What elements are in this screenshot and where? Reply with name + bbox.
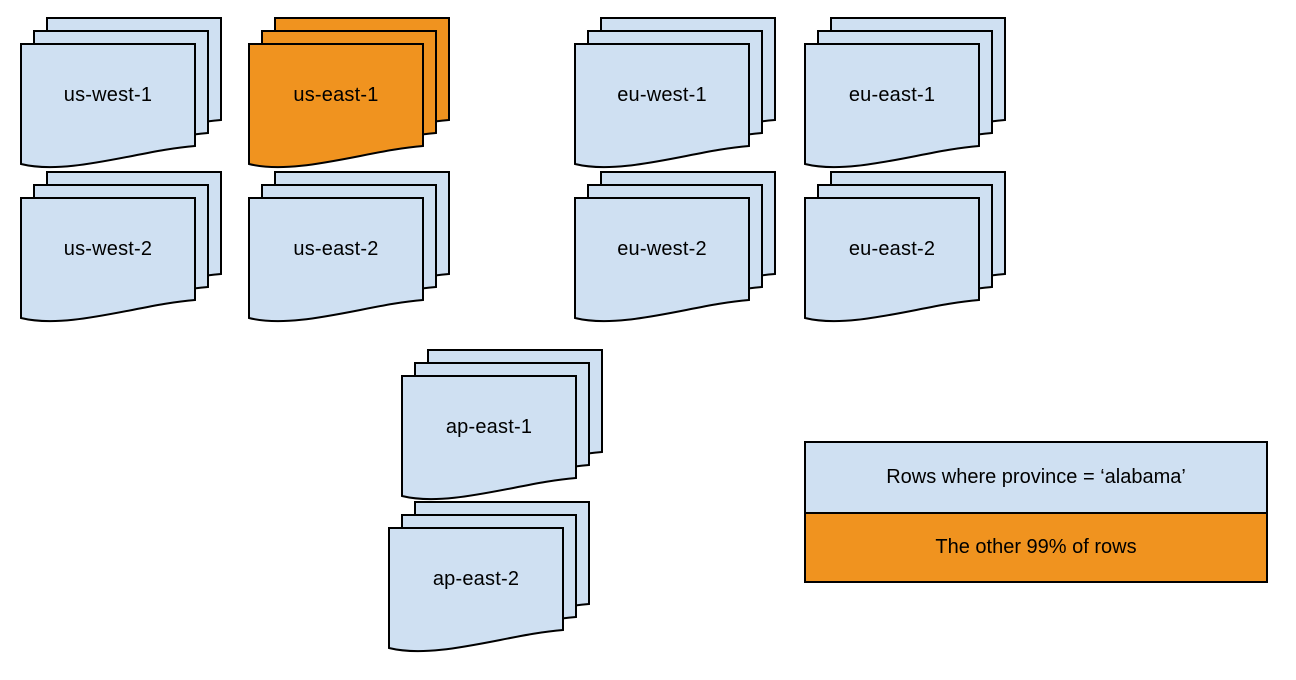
region-stack-eu-east-1: eu-east-1 — [803, 16, 1009, 176]
document-stack-icon — [248, 171, 450, 323]
region-stack-eu-west-1: eu-west-1 — [573, 16, 779, 176]
document-stack-icon — [20, 17, 222, 169]
region-stack-us-east-1: us-east-1 — [247, 16, 453, 176]
region-stack-us-east-2: us-east-2 — [247, 170, 453, 330]
document-stack-icon — [574, 171, 776, 323]
document-stack-icon — [804, 17, 1006, 169]
region-stack-ap-east-1: ap-east-1 — [400, 348, 606, 508]
region-stack-eu-east-2: eu-east-2 — [803, 170, 1009, 330]
legend-label: The other 99% of rows — [935, 536, 1137, 558]
region-stack-us-west-1: us-west-1 — [19, 16, 225, 176]
legend-row-province-rows: Rows where province = ‘alabama’ — [806, 443, 1266, 512]
region-stack-us-west-2: us-west-2 — [19, 170, 225, 330]
document-stack-icon — [20, 171, 222, 323]
legend: Rows where province = ‘alabama’ The othe… — [804, 441, 1268, 583]
document-stack-icon — [248, 17, 450, 169]
region-stack-eu-west-2: eu-west-2 — [573, 170, 779, 330]
legend-label: Rows where province = ‘alabama’ — [886, 466, 1186, 488]
region-stack-ap-east-2: ap-east-2 — [387, 500, 593, 660]
document-stack-icon — [804, 171, 1006, 323]
document-stack-icon — [401, 349, 603, 501]
document-stack-icon — [388, 501, 590, 653]
legend-row-other-rows: The other 99% of rows — [806, 512, 1266, 581]
document-stack-icon — [574, 17, 776, 169]
